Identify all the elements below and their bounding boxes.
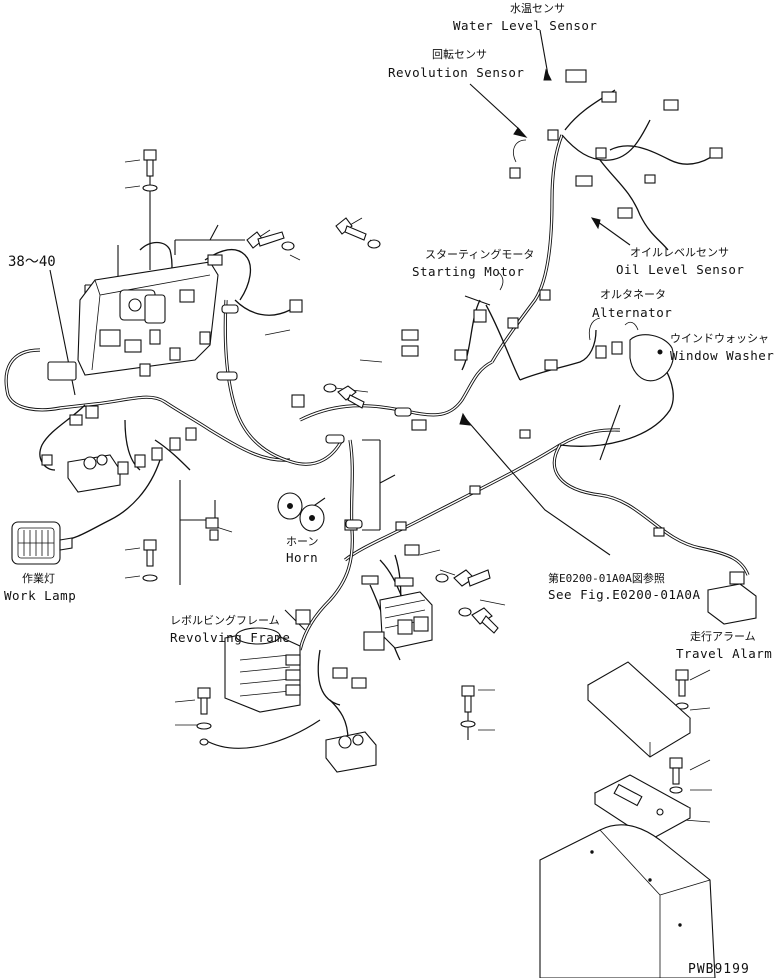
bolt-left-2 [142, 539, 158, 582]
lower-junction-block [325, 667, 377, 773]
svg-text:オイルレベルセンサ: オイルレベルセンサ [630, 246, 729, 259]
label-ref-range: 38～40 [8, 254, 56, 270]
svg-text:Oil Level Sensor: Oil Level Sensor [616, 262, 744, 277]
bolt-lower-left [196, 687, 212, 746]
svg-text:オルタネータ: オルタネータ [600, 288, 666, 301]
controller-box [587, 661, 691, 758]
label-revolution-sensor: 回転センサ Revolution Sensor [388, 48, 524, 80]
bolt-upper-mid [246, 231, 295, 251]
svg-text:水温センサ: 水温センサ [510, 2, 565, 15]
junction-block-left [67, 454, 121, 493]
bolt-upper-mid-2 [335, 217, 381, 249]
svg-text:作業灯: 作業灯 [22, 572, 55, 585]
label-starting-motor: スターティングモータ Starting Motor [412, 247, 534, 279]
revolving-frame-part [224, 609, 311, 713]
central-connector-bank [344, 519, 433, 651]
label-drawing-code: PWB9199 [688, 962, 750, 977]
label-travel-alarm: 走行アラーム Travel Alarm [676, 630, 772, 661]
svg-text:Horn: Horn [286, 550, 318, 565]
svg-text:See Fig.E0200-01A0A: See Fig.E0200-01A0A [548, 587, 701, 602]
svg-text:Work Lamp: Work Lamp [4, 588, 76, 603]
svg-text:PWB9199: PWB9199 [688, 962, 750, 977]
svg-text:ウインドウォッシャ: ウインドウォッシャ [670, 332, 769, 345]
window-washer-part [629, 334, 674, 382]
svg-text:走行アラーム: 走行アラーム [690, 630, 756, 643]
work-lamp-part [11, 521, 73, 565]
svg-text:38～40: 38～40 [8, 254, 56, 270]
bolt-left-1 [142, 149, 158, 192]
label-see-fig: 第E0200-01A0A図参照 See Fig.E0200-01A0A [548, 571, 701, 602]
monitor-box [593, 774, 692, 841]
svg-text:回転センサ: 回転センサ [432, 48, 487, 61]
svg-text:Starting Motor: Starting Motor [412, 264, 524, 279]
leader-lines [49, 29, 712, 823]
svg-text:レボルビングフレーム: レボルビングフレーム [170, 613, 280, 627]
bolt-lower-right [675, 669, 689, 710]
label-alternator: オルタネータ Alternator [592, 288, 672, 320]
label-water-level-sensor: 水温センサ Water Level Sensor [453, 2, 597, 33]
travel-alarm-part [707, 571, 757, 625]
bolt-right-center-2 [458, 607, 499, 634]
bolt-lower-mid [460, 685, 476, 728]
bolt-right-center-1 [435, 569, 491, 587]
svg-text:スターティングモータ: スターティングモータ [425, 247, 534, 261]
bolt-lower-right-2 [669, 757, 683, 794]
horn-part [277, 492, 325, 532]
svg-text:Window Washer: Window Washer [670, 348, 774, 363]
label-horn: ホーン Horn [286, 535, 318, 565]
svg-text:第E0200-01A0A図参照: 第E0200-01A0A図参照 [548, 571, 665, 585]
cab-cover [539, 824, 716, 978]
svg-text:ホーン: ホーン [286, 535, 318, 548]
svg-text:Water Level Sensor: Water Level Sensor [453, 18, 597, 33]
label-oil-level-sensor: オイルレベルセンサ Oil Level Sensor [616, 246, 744, 277]
components [11, 69, 757, 978]
svg-text:Alternator: Alternator [592, 305, 672, 320]
bolt-mid-right [323, 383, 365, 409]
label-revolving-frame: レボルビングフレーム Revolving Frame [170, 613, 290, 645]
label-window-washer: ウインドウォッシャ Window Washer [670, 332, 774, 363]
svg-text:Revolving Frame: Revolving Frame [170, 630, 290, 645]
label-work-lamp: 作業灯 Work Lamp [4, 572, 76, 603]
svg-text:Travel Alarm: Travel Alarm [676, 646, 772, 661]
svg-text:Revolution Sensor: Revolution Sensor [388, 65, 524, 80]
